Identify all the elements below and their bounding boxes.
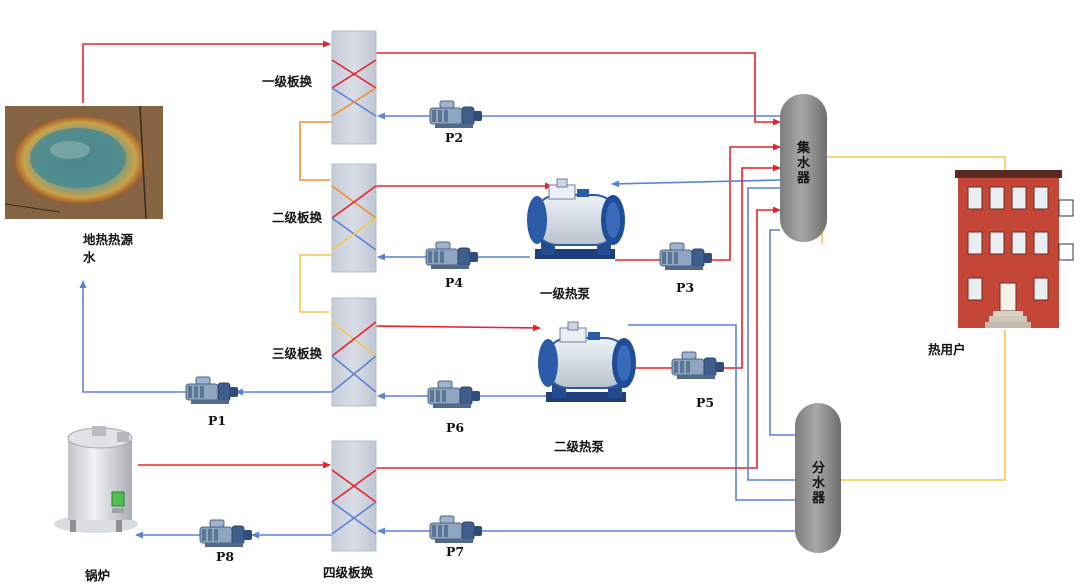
boiler[interactable] — [54, 426, 138, 533]
heat-pump-2[interactable] — [537, 321, 637, 403]
pump-p5[interactable] — [671, 351, 725, 380]
pump-p8-label: P8 — [216, 549, 234, 564]
pump-p7-label: P7 — [446, 544, 464, 559]
pump-p2-label: P2 — [445, 130, 463, 145]
pump-p2[interactable] — [429, 100, 483, 129]
geothermal-source-image — [4, 105, 163, 220]
water-distributor-label-2: 水 — [812, 475, 826, 491]
water-collector-label-2: 水 — [797, 155, 811, 171]
water-distributor-label-3: 器 — [811, 491, 826, 506]
water-distributor-label-1: 分 — [812, 460, 825, 476]
pipes — [79, 40, 1006, 539]
heat-exchanger-1[interactable] — [331, 30, 377, 145]
pump-p1[interactable] — [185, 376, 239, 405]
pump-p3-label: P3 — [676, 280, 694, 295]
water-collector[interactable] — [780, 94, 827, 242]
pump-p6-label: P6 — [446, 420, 464, 435]
water-collector-label-3: 器 — [796, 171, 811, 186]
pump-p7[interactable] — [429, 515, 483, 544]
pump-p4-label: P4 — [445, 275, 463, 290]
water-collector-label-1: 集 — [796, 140, 811, 156]
water-distributor[interactable] — [795, 403, 841, 553]
boiler-label: 锅炉 — [85, 568, 110, 583]
geothermal-source-label-line2: 水 — [83, 250, 96, 265]
pump-p4[interactable] — [425, 241, 479, 270]
heat-exchanger-2-label: 二级板换 — [272, 210, 323, 225]
heat-pump-1[interactable] — [526, 178, 626, 260]
heat-exchanger-4[interactable] — [331, 440, 377, 552]
heat-exchanger-4-label: 四级板换 — [323, 565, 374, 580]
heat-exchanger-3-label: 三级板换 — [272, 346, 323, 361]
geothermal-source-label: 地热热源 — [83, 232, 134, 247]
heat-user-building[interactable] — [955, 170, 1074, 328]
heat-pump-1-label: 一级热泵 — [540, 286, 591, 301]
pump-p1-label: P1 — [208, 413, 226, 428]
heat-exchanger-3[interactable] — [331, 297, 377, 407]
heat-pump-2-label: 二级热泵 — [554, 439, 605, 454]
heat-user-label: 热用户 — [928, 342, 966, 357]
heat-exchanger-2[interactable] — [331, 163, 377, 273]
pump-p5-label: P5 — [696, 395, 714, 410]
heat-exchanger-1-label: 一级板换 — [262, 74, 313, 89]
pump-p8[interactable] — [199, 519, 253, 548]
pump-p6[interactable] — [427, 380, 481, 409]
pump-p3[interactable] — [659, 242, 713, 271]
